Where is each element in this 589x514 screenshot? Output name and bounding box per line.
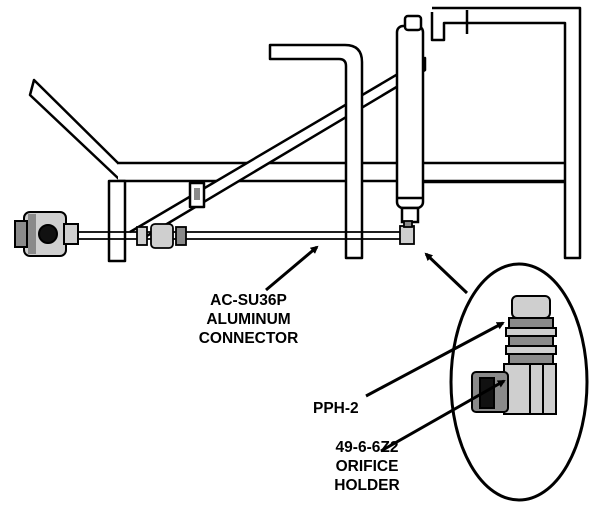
pph-2-arrow: [365, 321, 505, 398]
pph-part-number: PPH-2: [313, 400, 359, 417]
burner-tube: [395, 14, 425, 224]
orifice-holder-word-1: ORIFICE: [335, 458, 399, 475]
pph-callout: PPH-2: [313, 399, 373, 418]
leader-arrows: [265, 245, 506, 453]
orifice-holder-callout: 49-6-6Z2 ORIFICE HOLDER: [322, 438, 412, 495]
connector-part-number: AC-SU36P: [210, 292, 287, 309]
orifice-holder-word-2: HOLDER: [334, 477, 400, 494]
orifice-holder-arrow: [380, 379, 506, 453]
pph-2-part: [505, 295, 557, 365]
burner-frame: [28, 6, 582, 263]
orifice-holder-part: [471, 363, 557, 415]
gas-valve: [14, 211, 79, 257]
connector-callout: AC-SU36P ALUMINUM CONNECTOR: [176, 291, 321, 348]
connector-material: ALUMINUM: [206, 311, 291, 328]
detail-arrow: [424, 252, 469, 295]
connector-arrow: [265, 245, 319, 292]
aluminum-connector-tube: [78, 220, 415, 249]
detail-magnifier: [449, 262, 589, 502]
connector-name: CONNECTOR: [198, 330, 299, 347]
orifice-holder-part-number: 49-6-6Z2: [335, 439, 399, 456]
